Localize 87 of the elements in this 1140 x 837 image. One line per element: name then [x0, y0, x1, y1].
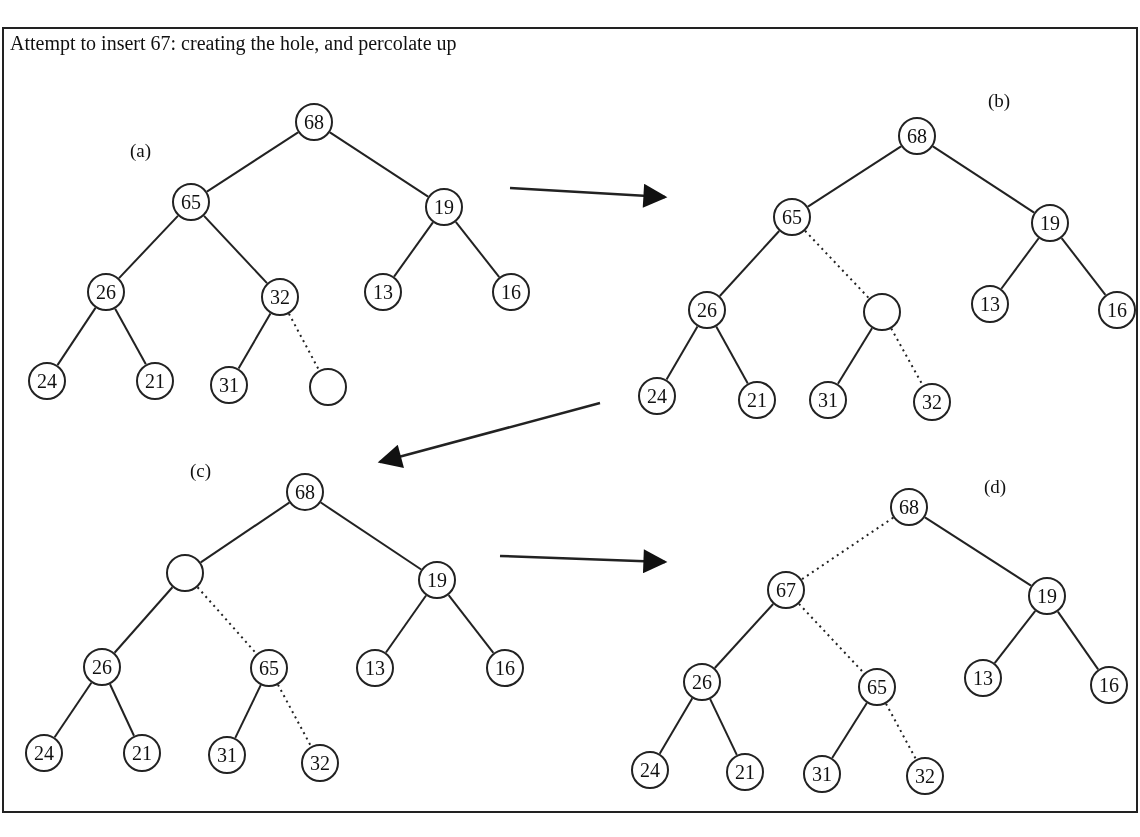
- heap-node: 16: [486, 649, 524, 687]
- tree-edge: [923, 516, 1033, 587]
- heap-node: 32: [301, 744, 339, 782]
- heap-node: 67: [767, 571, 805, 609]
- heap-node: 65: [172, 183, 210, 221]
- heap-node: 68: [898, 117, 936, 155]
- tree-edge: [658, 697, 694, 755]
- tree-edge: [1000, 237, 1040, 290]
- tree-edge: [993, 610, 1037, 664]
- dotted-tree-edge: [885, 702, 917, 761]
- heap-node: 19: [425, 188, 463, 226]
- heap-node: 26: [683, 663, 721, 701]
- tree-edge: [393, 221, 434, 278]
- tree-edge: [203, 214, 268, 285]
- title: Attempt to insert 67: creating the hole, and percolate up: [10, 31, 458, 56]
- heap-node: 32: [913, 383, 951, 421]
- heap-node: 32: [261, 278, 299, 316]
- tree-edge: [713, 603, 775, 669]
- heap-node: 68: [890, 488, 928, 526]
- heap-node: 19: [1031, 204, 1069, 242]
- empty-hole-circle: [863, 293, 901, 331]
- tree-edge: [1060, 237, 1107, 296]
- dotted-tree-edge: [804, 229, 870, 300]
- tree-edge: [109, 683, 135, 737]
- heap-node: 65: [773, 198, 811, 236]
- heap-node: 26: [87, 273, 125, 311]
- heap-node: 21: [136, 362, 174, 400]
- heap-node: 13: [971, 285, 1009, 323]
- heap-node: 32: [906, 757, 944, 795]
- heap-node: 24: [631, 751, 669, 789]
- heap-node: 24: [638, 377, 676, 415]
- tree-edge: [205, 131, 300, 193]
- heap-node: 16: [492, 273, 530, 311]
- tree-edge: [319, 501, 423, 571]
- tree-edge: [237, 312, 272, 370]
- tree-edge: [53, 681, 93, 739]
- heap-node: 21: [123, 734, 161, 772]
- tree-edge: [1056, 610, 1100, 671]
- tree-edge: [836, 327, 874, 385]
- heap-node: 13: [356, 649, 394, 687]
- tree-edge: [831, 702, 868, 759]
- heap-node: 31: [208, 736, 246, 774]
- tree-edge: [931, 145, 1036, 214]
- tree-edge: [715, 325, 749, 385]
- tree-edge: [118, 214, 179, 280]
- tree-edge: [199, 501, 291, 564]
- heap-node: 13: [964, 659, 1002, 697]
- dotted-tree-edge: [277, 683, 312, 748]
- tree-edge: [328, 131, 430, 198]
- heap-node: 21: [726, 753, 764, 791]
- panel-label: (c): [190, 460, 212, 482]
- heap-node: 16: [1098, 291, 1136, 329]
- tree-edge: [114, 307, 147, 366]
- heap-node: 16: [1090, 666, 1128, 704]
- tree-edge: [709, 698, 738, 756]
- empty-hole-circle: [166, 554, 204, 592]
- heap-node: 65: [250, 649, 288, 687]
- tree-edge: [718, 230, 781, 297]
- panel-label: (b): [988, 90, 1011, 112]
- heap-node: 19: [418, 561, 456, 599]
- heap-node: 68: [286, 473, 324, 511]
- heap-node: 68: [295, 103, 333, 141]
- tree-edge: [113, 586, 174, 654]
- tree-edge: [447, 594, 495, 654]
- heap-node: 19: [1028, 577, 1066, 615]
- tree-edge: [384, 594, 428, 654]
- heap-node: 24: [25, 734, 63, 772]
- tree-edge: [56, 306, 97, 367]
- panel-label: (a): [130, 140, 152, 162]
- heap-node: 65: [858, 668, 896, 706]
- heap-node: 31: [803, 755, 841, 793]
- heap-node: 31: [809, 381, 847, 419]
- heap-node: 26: [83, 648, 121, 686]
- heap-node: 21: [738, 381, 776, 419]
- heap-node: 31: [210, 366, 248, 404]
- tree-edge: [665, 325, 699, 381]
- tree-edge: [234, 684, 262, 739]
- heap-node: 26: [688, 291, 726, 329]
- tree-edge: [806, 145, 903, 208]
- dotted-tree-edge: [800, 516, 895, 581]
- tree-edge: [454, 220, 501, 279]
- empty-hole-circle: [309, 368, 347, 406]
- heap-node: 24: [28, 362, 66, 400]
- dotted-tree-edge: [287, 312, 321, 372]
- dotted-tree-edge: [196, 586, 258, 655]
- panel-label: (d): [984, 476, 1007, 498]
- heap-node: 13: [364, 273, 402, 311]
